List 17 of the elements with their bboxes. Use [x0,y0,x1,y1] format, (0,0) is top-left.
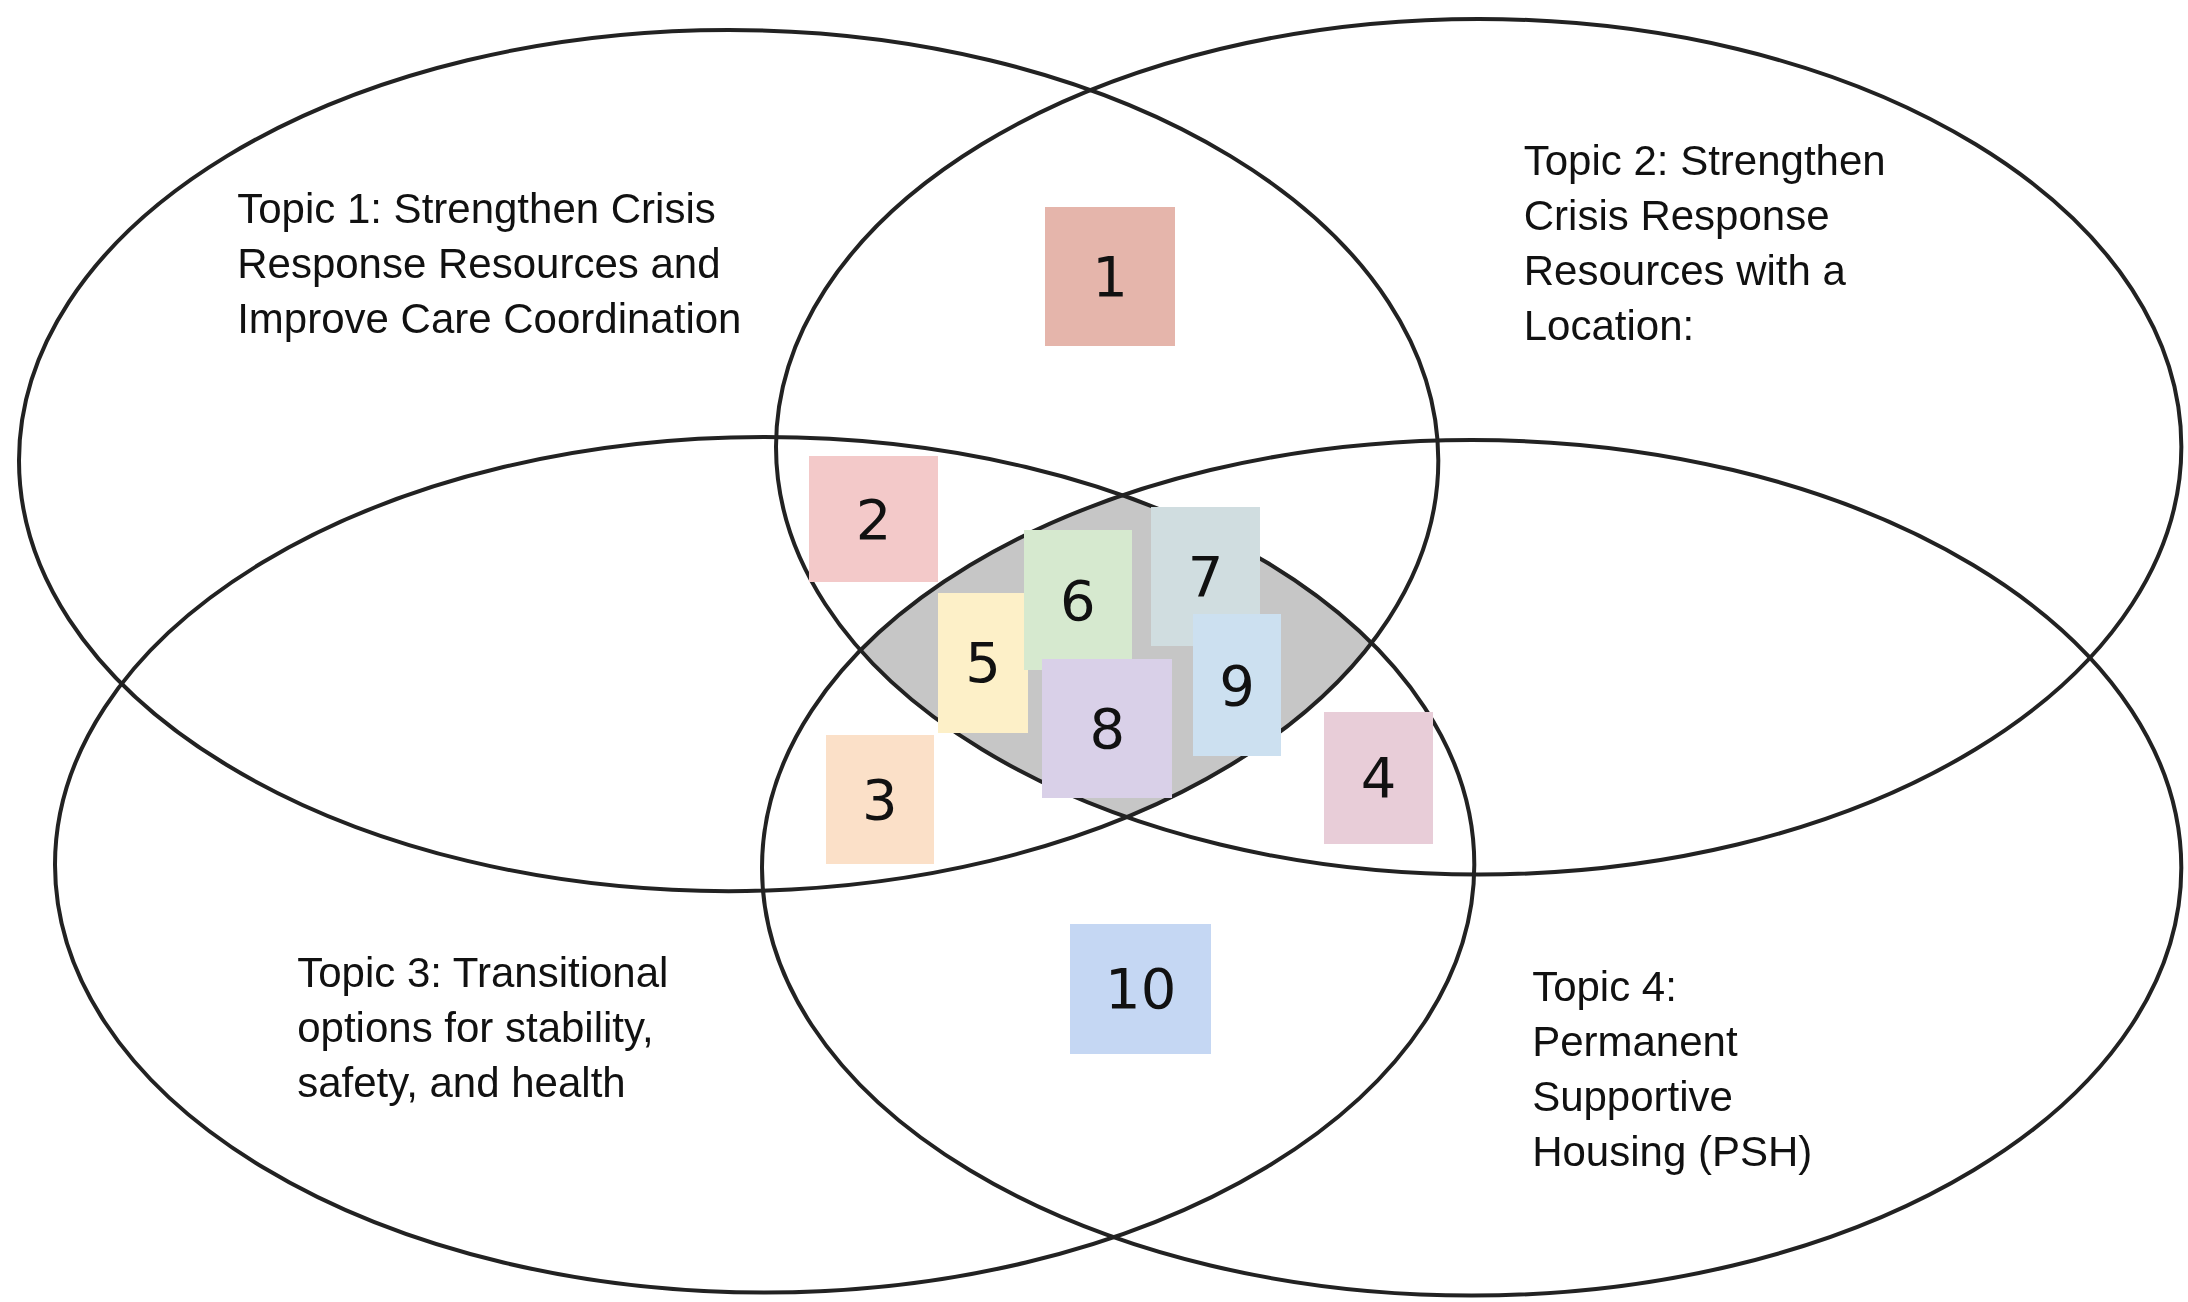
number-tile: 3 [826,735,934,864]
number-tile: 6 [1024,530,1132,670]
venn-ellipse [760,438,2184,1298]
number-tile: 5 [937,593,1029,733]
number-tile: 8 [1042,658,1173,799]
number-tile: 9 [1193,613,1281,757]
topic-label: Topic 1: Strengthen Crisis Response Resources and Improve Care Coordination [237,184,743,345]
venn-ellipse [16,27,1441,894]
number-tile: 4 [1324,711,1434,845]
venn-ellipse [774,16,2184,877]
topic-label: Topic 4: Permanent Supportive Housing (PSH) [1532,961,1814,1177]
number-tile: 10 [1070,923,1212,1054]
number-tile: 2 [809,456,938,582]
venn-ellipse [53,435,1477,1295]
topic-label: Topic 3: Transitional options for stability, safety, and health [297,947,670,1108]
number-tile: 1 [1045,206,1175,347]
topic-label: Topic 2: Strengthen Crisis Response Resources with a Location: [1523,135,1887,351]
